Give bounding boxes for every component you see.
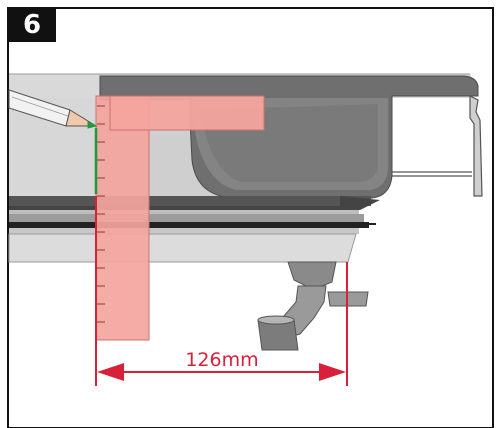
set-square-horizontal-arm xyxy=(109,95,265,131)
frame-border xyxy=(7,7,494,428)
step-number-badge: 6 xyxy=(8,8,56,42)
dimension-arrow-right xyxy=(319,363,346,381)
step-number: 6 xyxy=(22,10,42,40)
dimension-arrow-left xyxy=(97,363,124,381)
seal-layers xyxy=(9,196,380,234)
dimension-label: 126mm xyxy=(185,349,258,371)
ruler-ticks xyxy=(97,105,105,323)
flange-clip xyxy=(392,95,483,197)
dimension-annotation: 126mm xyxy=(95,196,348,386)
cabinet-rail xyxy=(8,233,357,263)
pencil-icon xyxy=(8,89,98,129)
set-square xyxy=(95,95,265,341)
drain-pipe xyxy=(257,261,369,351)
